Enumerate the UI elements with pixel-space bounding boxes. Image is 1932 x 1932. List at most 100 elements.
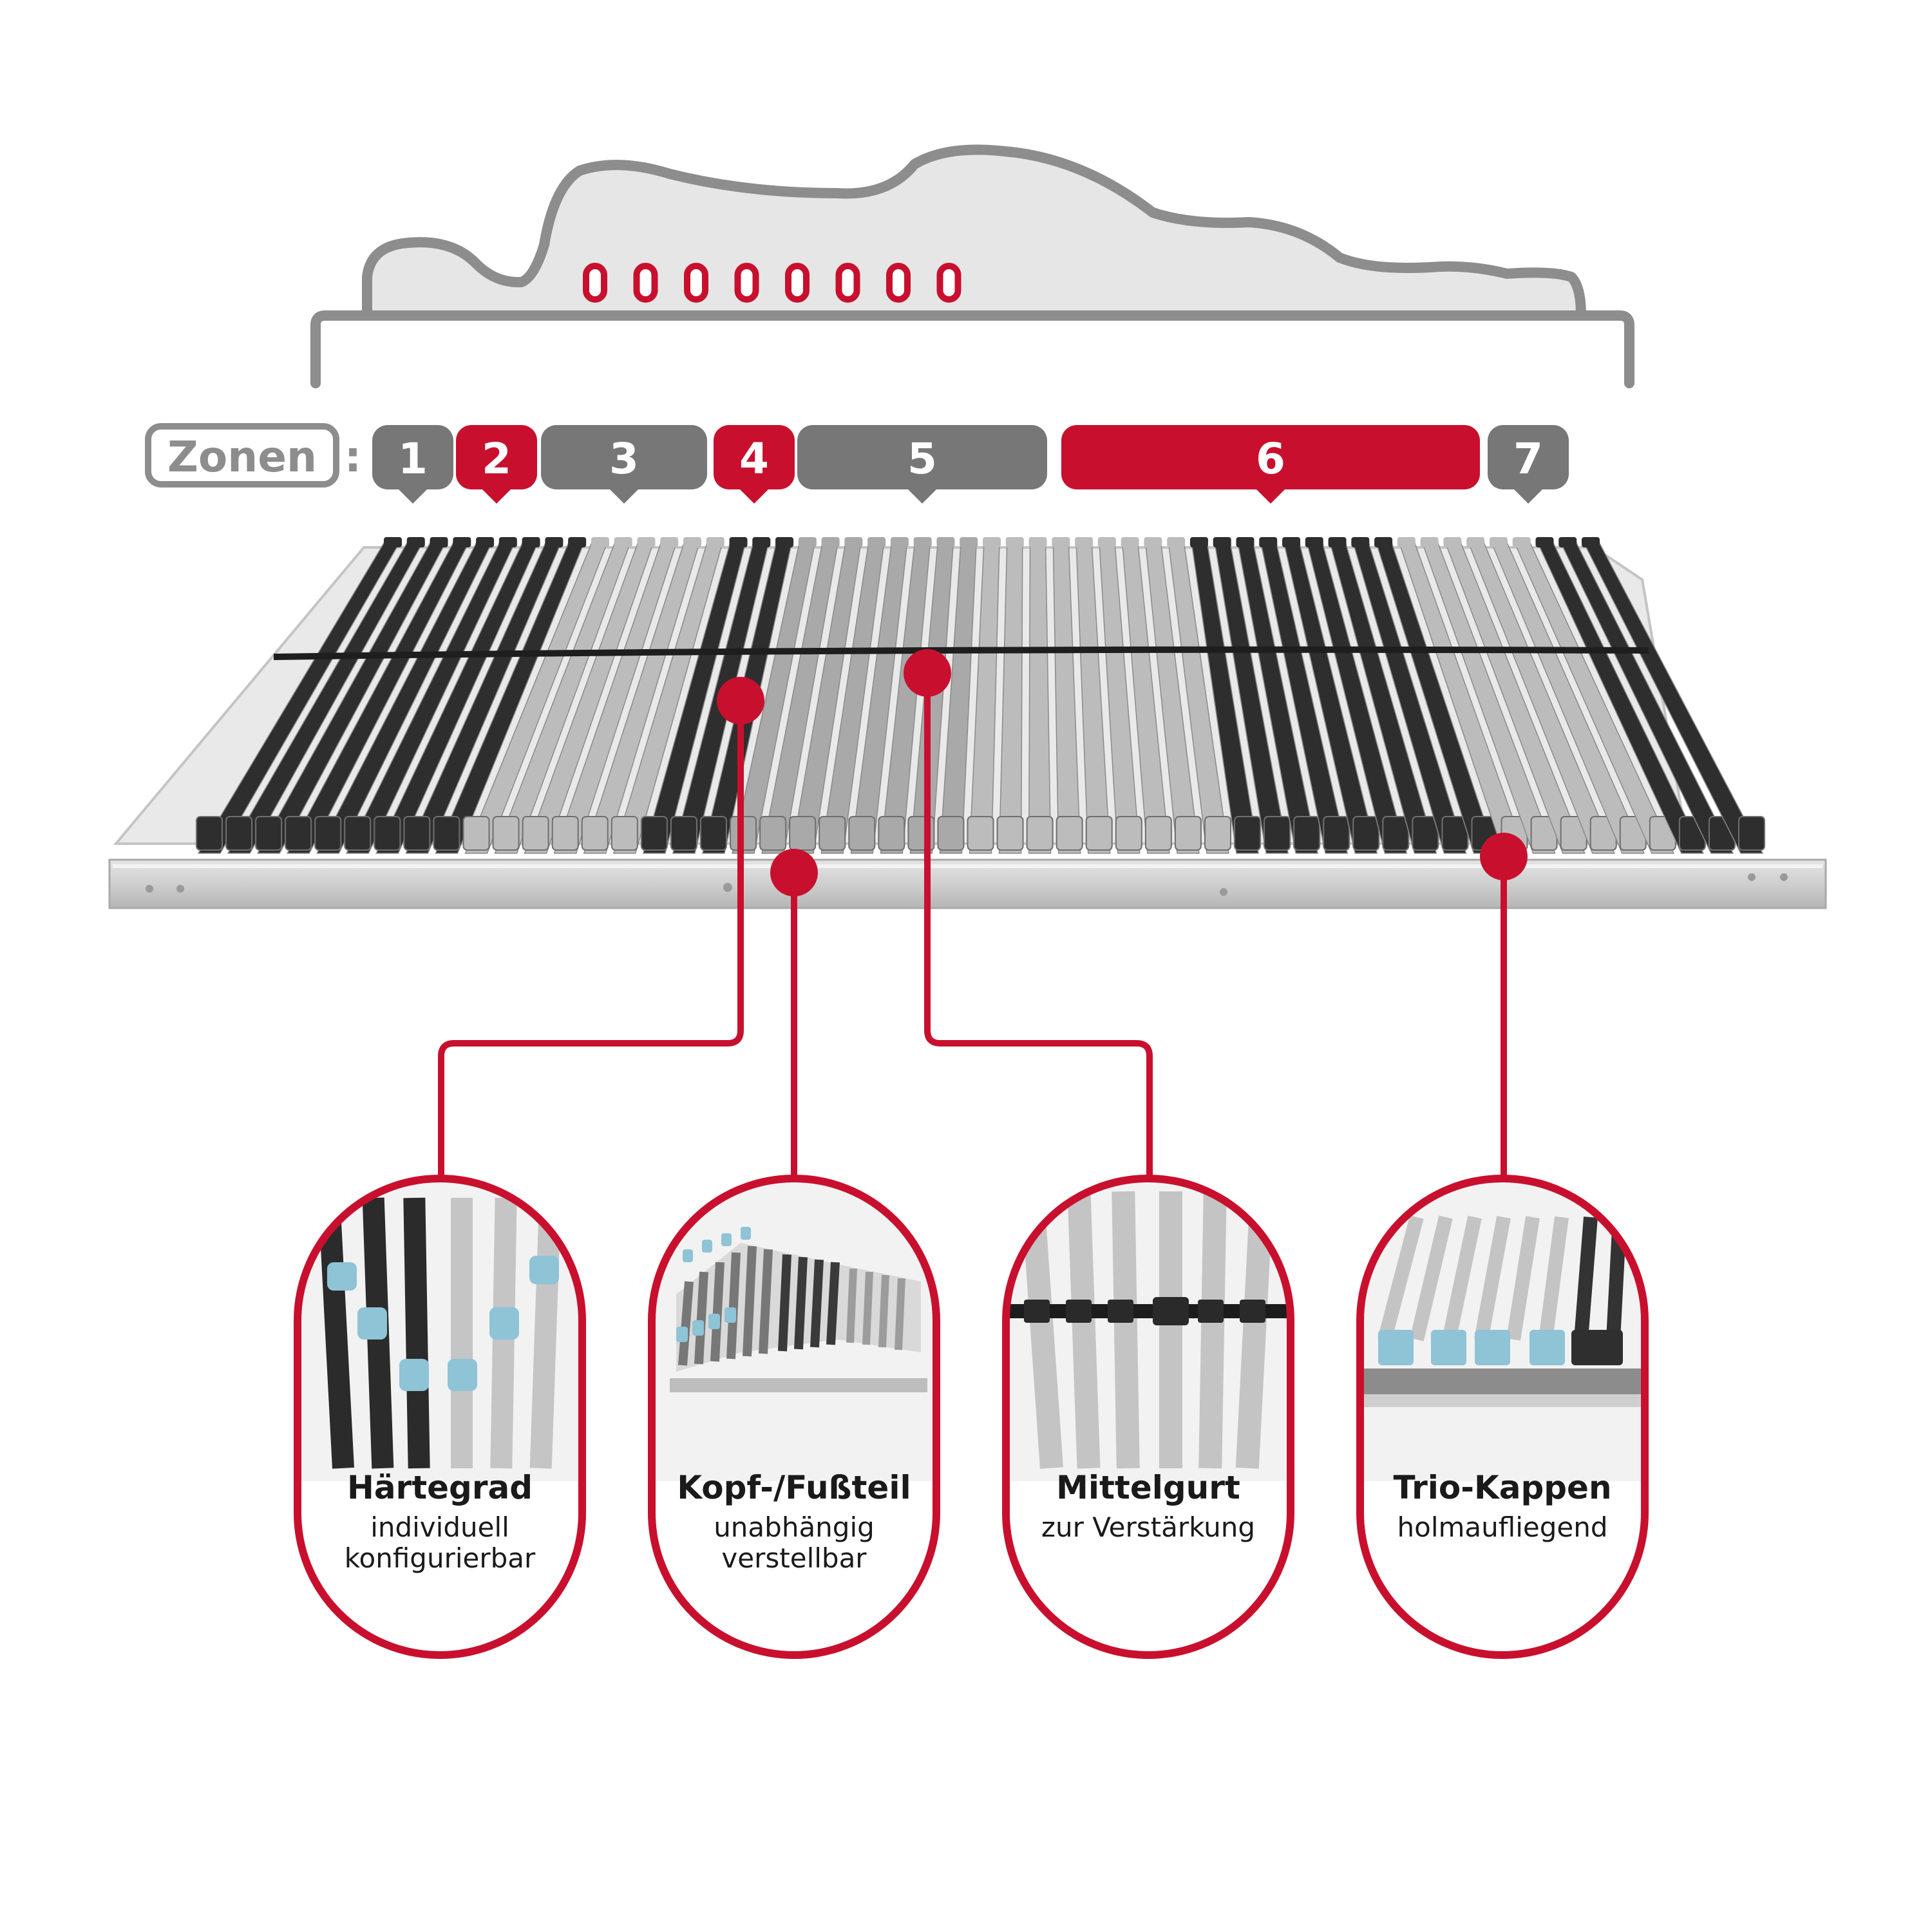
- feature-subtitle-kopf-fuss: unabhängig verstellbar: [714, 1511, 875, 1574]
- slat-cap-top: [1121, 537, 1139, 547]
- slat-cap-top: [960, 537, 978, 547]
- slat-cap: [1115, 816, 1142, 851]
- slats-with-hardness-sliders-icon: [298, 1179, 582, 1481]
- slat-cap: [522, 816, 549, 851]
- sensor-marker: [734, 263, 759, 303]
- feature-card-mittelgurt: [1002, 1175, 1294, 1659]
- slat-cap: [1234, 816, 1262, 851]
- sensor-marker: [936, 263, 961, 303]
- slat-cap-top: [936, 537, 955, 547]
- feature-card-trio-kappen: [1356, 1175, 1649, 1659]
- slat-cap: [996, 816, 1024, 851]
- center-strap-icon: [1006, 1179, 1291, 1481]
- sensor-marker: [633, 263, 658, 303]
- slat-cap-top: [568, 537, 587, 547]
- slat-cap: [492, 816, 520, 851]
- slat-cap: [1382, 816, 1410, 851]
- zone-number: 6: [1256, 434, 1285, 484]
- slat-cap-top: [867, 537, 886, 547]
- slat-cap: [1174, 816, 1202, 851]
- slat-cap-top: [1144, 537, 1162, 547]
- zone-box: [1488, 425, 1569, 489]
- zone-number: 4: [739, 434, 769, 484]
- slat-cap-top: [1558, 537, 1577, 547]
- callout-line-mittelgurt: [924, 673, 1153, 1179]
- zone-box: [456, 425, 537, 489]
- callout-dots: [717, 649, 1528, 896]
- sensor-marker: [835, 263, 860, 303]
- feature-title-trio-kappen: Trio-Kappen: [1393, 1469, 1612, 1506]
- zones-separator: :: [345, 432, 361, 482]
- slat-cap: [1204, 816, 1231, 851]
- slat-cap: [937, 816, 965, 851]
- slat-cap-top: [384, 537, 402, 547]
- zone-box: [541, 425, 707, 489]
- zones-label-box: [145, 423, 339, 488]
- body-profile: [310, 144, 1634, 388]
- feature-subtitle-trio-kappen: holmaufliegend: [1397, 1511, 1608, 1543]
- rail-screws: [146, 873, 1788, 896]
- zone-box: [1061, 425, 1480, 489]
- slat-cap: [1085, 816, 1113, 851]
- zone-2: 2: [456, 425, 537, 504]
- slat-cap-top: [1420, 537, 1439, 547]
- slat-cap: [878, 816, 905, 851]
- slat-cap-top: [1328, 537, 1347, 547]
- slat-cap: [699, 816, 727, 851]
- slat-cap: [1352, 816, 1380, 851]
- zone-pointer: [481, 488, 512, 504]
- slat-cap-top: [1466, 537, 1485, 547]
- slat-cap-top: [844, 537, 863, 547]
- zone-number: 3: [609, 434, 639, 484]
- zone-box: [372, 425, 453, 489]
- slat-cap-top: [1052, 537, 1070, 547]
- slat-cap-top: [1028, 537, 1047, 547]
- zone-number: 7: [1513, 434, 1543, 484]
- sensor-marker: [684, 263, 708, 303]
- slat-cap: [1026, 816, 1054, 851]
- slat-cap: [196, 816, 223, 851]
- feature-title-haertegrad: Härtegrad: [346, 1469, 533, 1506]
- sensor-marker: [785, 263, 810, 303]
- slat-cap-top: [1582, 537, 1600, 547]
- slat-cap: [640, 816, 668, 851]
- zone-pointer: [1255, 488, 1286, 504]
- callout-dot-haertegrad: [717, 677, 764, 724]
- zone-number: 2: [482, 434, 511, 484]
- pressure-sensors: [583, 263, 961, 303]
- slat-cap: [581, 816, 609, 851]
- slat-cap: [1293, 816, 1321, 851]
- slat-cap-top: [1189, 537, 1208, 547]
- slat-cap: [433, 816, 460, 851]
- slat-cap: [611, 816, 638, 851]
- slat-cap-top: [522, 537, 540, 547]
- slat-cap: [255, 816, 283, 851]
- feature-mittelgurt: Mittelgurt zur Verstärkung: [1000, 1468, 1296, 1543]
- slat-cap-top: [430, 537, 448, 547]
- mattress-outline: [310, 310, 1634, 388]
- zones-label: Zonen: [167, 432, 317, 482]
- slatted-frame: [108, 537, 1827, 909]
- slat-cap-top: [453, 537, 471, 547]
- slat-cap: [819, 816, 846, 851]
- slat-cap-top: [729, 537, 748, 547]
- slat-cap: [344, 816, 372, 851]
- slat-cap-top: [683, 537, 701, 547]
- slats: [196, 537, 1765, 854]
- slat-cap-top: [821, 537, 840, 547]
- sensor-marker: [583, 263, 607, 303]
- zone-pointer: [1513, 488, 1544, 504]
- slat-cap-top: [1397, 537, 1416, 547]
- slat-cap: [848, 816, 876, 851]
- slat-cap-top: [706, 537, 724, 547]
- slat-cap: [1323, 816, 1350, 851]
- zone-box: [797, 425, 1047, 489]
- body-silhouette: [362, 144, 1586, 321]
- slat-cap-top: [1535, 537, 1554, 547]
- slat-cap-top: [1005, 537, 1024, 547]
- slat-cap-top: [545, 537, 564, 547]
- zone-pointer: [397, 488, 428, 504]
- feature-kopf-fuss: Kopf-/Fußteil unabhängig verstellbar: [646, 1468, 942, 1574]
